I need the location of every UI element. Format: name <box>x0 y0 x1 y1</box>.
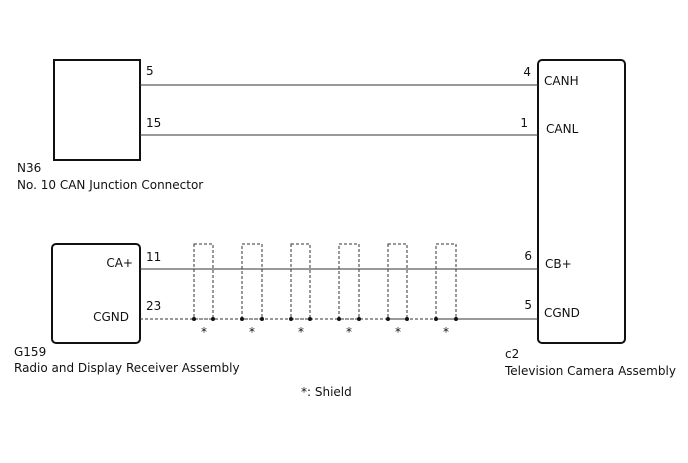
c2-camera-box <box>537 59 626 344</box>
shield-loop <box>387 243 408 320</box>
shield-marker: * <box>443 325 449 339</box>
n36-name: No. 10 CAN Junction Connector <box>17 178 203 192</box>
g159-code: G159 <box>14 345 46 359</box>
c2-pin-5: 5 <box>524 298 532 312</box>
shield-loop <box>338 243 360 320</box>
shield-dot <box>337 317 341 321</box>
shield-marker: * <box>201 325 207 339</box>
shield-dot <box>192 317 196 321</box>
shield-legend: *: Shield <box>301 385 352 399</box>
shield-dot <box>211 317 215 321</box>
shield-dot <box>260 317 264 321</box>
c2-pin-4: 4 <box>523 65 531 79</box>
shield-dot <box>434 317 438 321</box>
c2-terminal-canh: CANH <box>544 74 579 88</box>
shield-dot <box>240 317 244 321</box>
shield-group: * * * * * * <box>192 243 458 339</box>
g159-terminal-cgnd: CGND <box>93 310 129 324</box>
shield-dot <box>357 317 361 321</box>
shield-marker: * <box>346 325 352 339</box>
g159-pin-11: 11 <box>146 250 161 264</box>
g159-name: Radio and Display Receiver Assembly <box>14 361 240 375</box>
shield-dot <box>405 317 409 321</box>
shield-dot <box>289 317 293 321</box>
shield-loop <box>241 243 263 320</box>
shield-dot <box>386 317 390 321</box>
shield-dot <box>454 317 458 321</box>
c2-terminal-cgnd: CGND <box>544 306 580 320</box>
shield-marker: * <box>395 325 401 339</box>
c2-name: Television Camera Assembly <box>504 364 676 378</box>
shield-marker: * <box>298 325 304 339</box>
n36-pin-5: 5 <box>146 64 154 78</box>
g159-terminal-ca-plus: CA+ <box>106 256 133 270</box>
n36-connector-box <box>53 59 141 161</box>
c2-code: c2 <box>505 347 519 361</box>
c2-pin-1: 1 <box>520 116 528 130</box>
g159-receiver-box <box>51 243 141 344</box>
g159-pin-23: 23 <box>146 299 161 313</box>
n36-pin-15: 15 <box>146 116 161 130</box>
shield-marker: * <box>249 325 255 339</box>
shield-loop <box>290 243 311 320</box>
shield-loop <box>435 243 457 320</box>
c2-terminal-canl: CANL <box>546 122 579 136</box>
c2-terminal-cb-plus: CB+ <box>545 257 572 271</box>
n36-code: N36 <box>17 161 41 175</box>
shield-dot <box>308 317 312 321</box>
shield-loop <box>193 243 214 320</box>
c2-pin-6: 6 <box>524 249 532 263</box>
